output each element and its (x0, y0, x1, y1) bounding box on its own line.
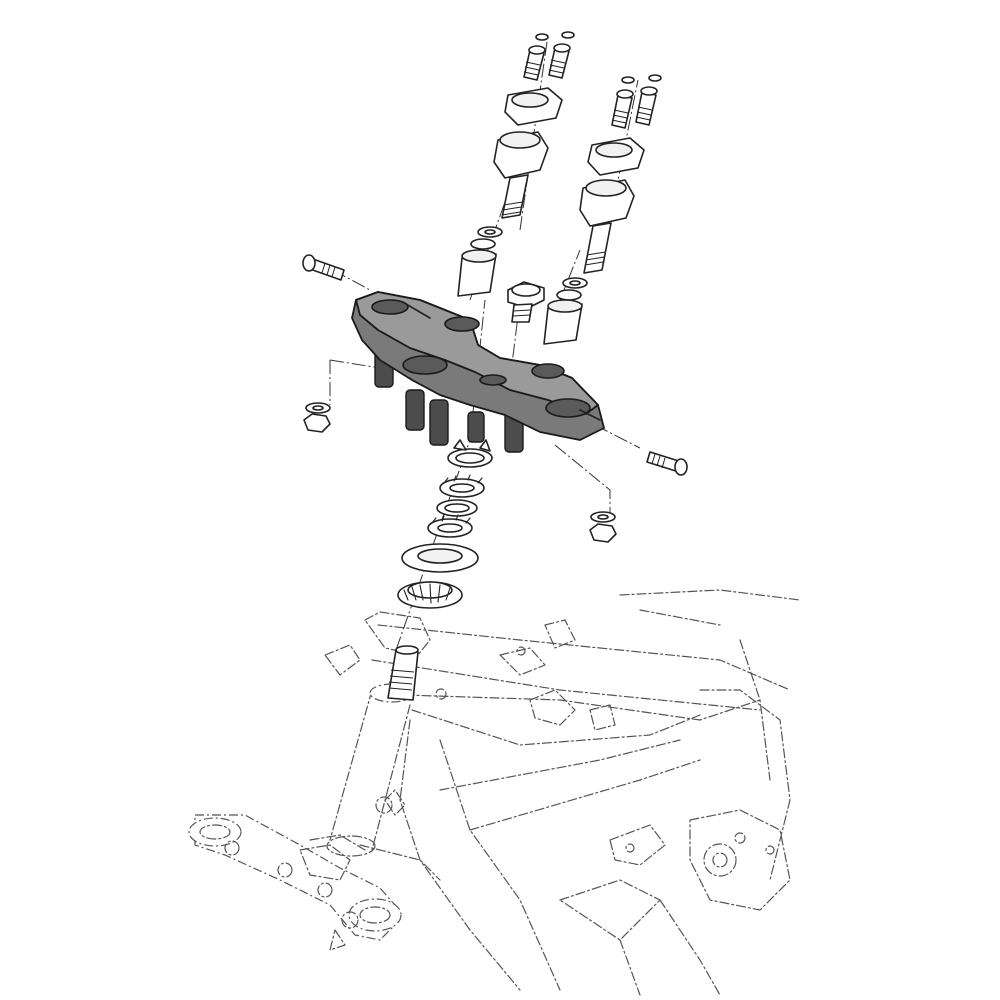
stem-bore (479, 374, 507, 386)
castle-nut (439, 474, 485, 498)
riser-bolts-left (523, 31, 575, 81)
riser-bolt (611, 89, 634, 129)
washer (535, 33, 549, 41)
handlebar-riser-left (493, 87, 563, 219)
spacers-right (543, 277, 588, 345)
motorcycle-frame (188, 589, 801, 996)
spacers-left (457, 226, 503, 297)
clamp-bore (531, 363, 565, 379)
riser-bolts-right (611, 74, 662, 129)
clamp-bore (402, 355, 448, 375)
lock-washer (447, 439, 493, 468)
clamp-bore (444, 316, 480, 332)
side-fasteners-right (589, 511, 617, 543)
dust-seal (401, 543, 479, 573)
flat-washer (436, 499, 478, 517)
pinch-bolt-left (302, 254, 345, 281)
riser-bolt (635, 86, 658, 126)
hex-nut (589, 523, 617, 543)
handlebar-riser-right (579, 137, 645, 274)
castle-nut (427, 514, 473, 538)
washer (648, 74, 662, 82)
riser-bolt (548, 43, 571, 79)
clamp-post (429, 399, 449, 446)
clamp-post (467, 411, 485, 443)
hex-nut (303, 413, 331, 433)
tapered-bearing (397, 581, 463, 609)
clamp-post (405, 389, 425, 431)
steering-stem-nut (507, 281, 545, 323)
steering-stem-stack (387, 439, 493, 701)
washer (621, 76, 635, 84)
clamp-bore (371, 299, 409, 315)
riser-bolt (523, 45, 546, 81)
washer (561, 31, 575, 39)
pinch-bolt-right (646, 451, 688, 476)
side-fasteners-left (303, 402, 331, 433)
steering-stem-shaft (387, 645, 419, 701)
clamp-bore (545, 398, 591, 418)
triple-clamp-top (351, 291, 605, 453)
